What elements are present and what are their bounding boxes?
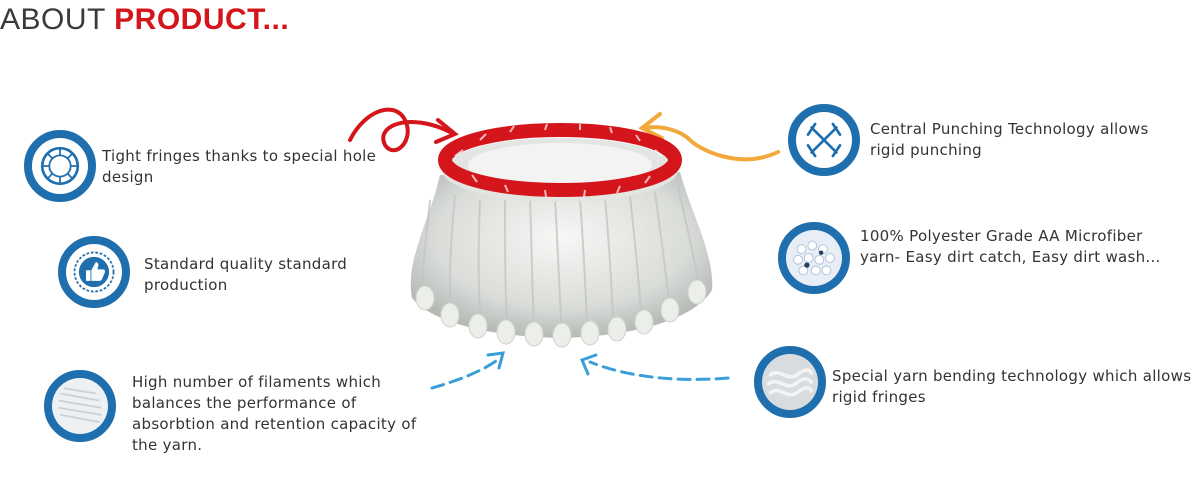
feature-text-standard-quality: Standard quality standard production [144, 255, 348, 294]
mop-head-image [410, 123, 713, 348]
title-word-product: PRODUCT... [114, 3, 290, 36]
blue-dashed-arrow-right [579, 353, 730, 381]
red-curly-arrow [348, 107, 459, 153]
blue-dashed-arrow-left [430, 351, 506, 390]
page-title: ABOUT PRODUCT... [0, 2, 289, 38]
feature-text-yarn-bending: Special yarn bending technology which al… [832, 367, 1192, 406]
quality-thumbs-up-icon [58, 236, 130, 308]
feature-text-central-punching: Central Punching Technology allows rigid… [870, 120, 1149, 159]
orange-arrow [638, 112, 780, 162]
feature-text-microfiber: 100% Polyester Grade AA Microfiber yarn-… [860, 227, 1161, 266]
feature-text-filaments: High number of filaments which balances … [132, 373, 417, 454]
filaments-icon [44, 370, 116, 442]
tight-fringes-icon [24, 130, 96, 202]
microfiber-icon [778, 222, 850, 294]
title-word-about: ABOUT [0, 3, 106, 36]
feature-text-tight-fringes: Tight fringes thanks to special hole des… [102, 147, 377, 186]
yarn-bending-icon [754, 346, 826, 418]
central-punching-icon [788, 104, 860, 176]
